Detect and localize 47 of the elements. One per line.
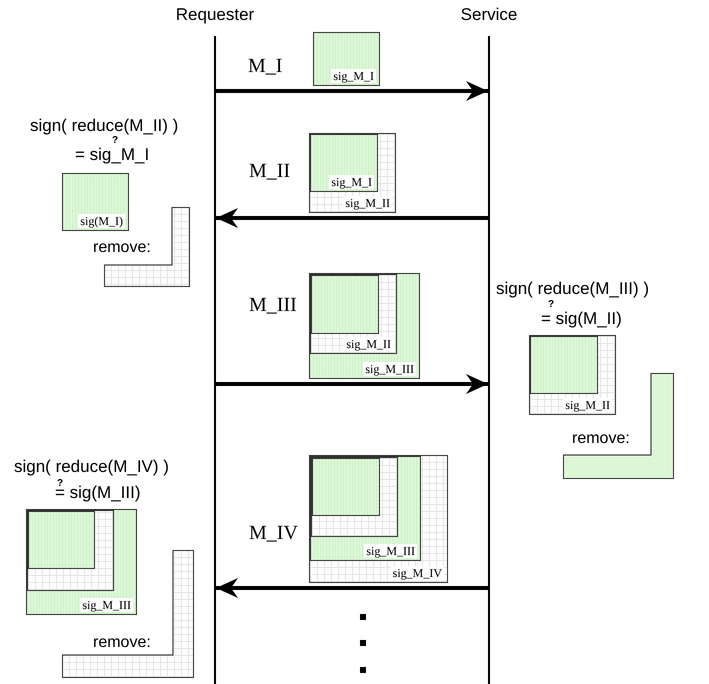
signed-block [310, 456, 421, 561]
signature-block [309, 133, 396, 213]
verification-equation: sign( reduce(M_III) ) [496, 279, 650, 298]
message-arrow [216, 578, 488, 598]
remove-label: remove: [572, 430, 630, 448]
signature-label: sig_M_II [563, 398, 612, 412]
lifeline-header: Service [460, 5, 518, 25]
block [530, 336, 598, 394]
block [311, 275, 379, 334]
block [28, 511, 95, 569]
lifeline-header: Requester [176, 5, 254, 25]
signature-label: sig(M_I) [78, 214, 125, 228]
question-mark: ? [57, 478, 64, 490]
remove-label: remove: [93, 239, 151, 257]
signed-block [313, 32, 380, 86]
signature-label: sig_M_IV [390, 566, 444, 580]
signed-block [310, 134, 378, 192]
signature-label: sig_M_I [329, 175, 374, 189]
l-shaped-block [563, 373, 674, 479]
verification-equation: = sig(M_II) [541, 309, 622, 328]
signature-label: sig_M_III [364, 544, 417, 558]
signature-block [309, 455, 448, 583]
signed-block [309, 273, 420, 379]
block [312, 458, 380, 516]
signature-label: sig_M_II [344, 337, 393, 351]
signature-label: sig_M_II [343, 196, 392, 210]
block [311, 457, 398, 537]
signature-block [310, 274, 397, 354]
signed-block [62, 173, 129, 231]
signature-label: sig_M_III [363, 362, 416, 376]
signature-block [529, 335, 616, 415]
block [27, 510, 114, 591]
message-arrow [216, 374, 488, 394]
verification-equation: sign( reduce(M_II) ) [30, 116, 178, 135]
lifeline [214, 36, 216, 684]
verification-equation: = sig_M_I [75, 145, 150, 164]
remove-label: remove: [93, 634, 151, 652]
message-arrow [216, 81, 488, 101]
verification-equation: sign( reduce(M_IV) ) [14, 457, 169, 476]
signature-label: sig_M_I [331, 69, 376, 83]
l-shaped-block [62, 550, 194, 678]
lifeline [488, 36, 490, 684]
message-arrow [216, 208, 488, 228]
question-mark: ? [112, 135, 118, 147]
question-mark: ? [548, 299, 554, 311]
signed-block [26, 509, 137, 615]
signature-label: sig_M_III [80, 598, 133, 612]
